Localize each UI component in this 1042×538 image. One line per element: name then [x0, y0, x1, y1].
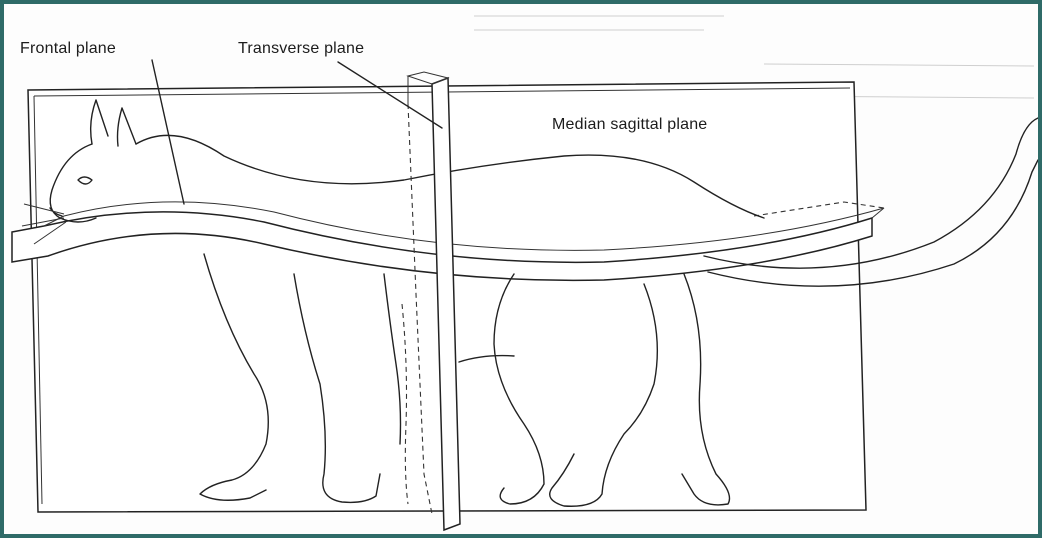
cat-anatomical-planes-drawing [11, 15, 1038, 532]
frontal-plane [11, 201, 885, 282]
median-sagittal-plane-inner-edge [33, 95, 43, 505]
transverse-plane-leader-line [337, 61, 443, 129]
transverse-plane-label: Transverse plane [238, 40, 365, 57]
frontal-plane-label: Frontal plane [20, 40, 116, 57]
illustration-frame: Frontal plane Transverse plane Median sa… [4, 4, 1038, 534]
cat-outline [21, 99, 1038, 507]
median-sagittal-plane-label: Median sagittal plane [552, 116, 708, 133]
frontal-plane-leader-line [151, 59, 185, 205]
transverse-plane [406, 71, 461, 532]
